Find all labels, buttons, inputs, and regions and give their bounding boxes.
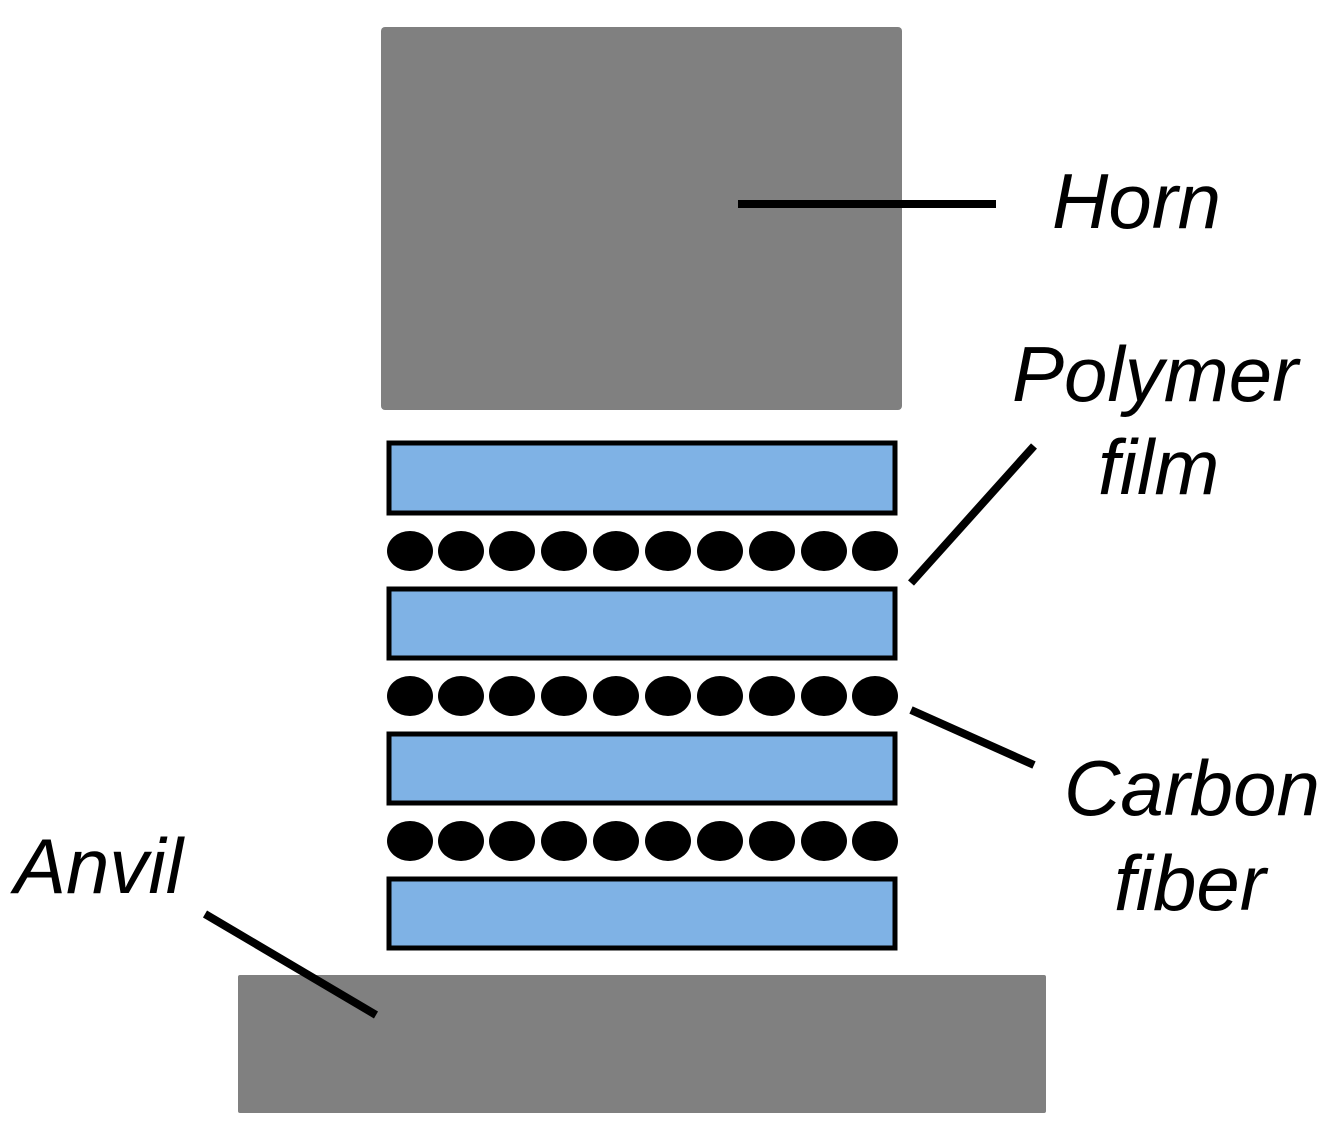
carbon-fiber	[438, 676, 484, 716]
polymer-film-layer-2	[386, 586, 898, 661]
carbon-fiber	[438, 531, 484, 571]
carbon-fiber	[593, 821, 639, 861]
carbon-fiber	[852, 821, 898, 861]
carbon-fiber	[541, 531, 587, 571]
carbon-fiber	[387, 821, 433, 861]
carbon-fiber-label-line2: fiber	[1114, 839, 1269, 927]
carbon-fiber	[387, 676, 433, 716]
carbon-fiber	[645, 676, 691, 716]
carbon-fiber-row-1	[387, 531, 898, 571]
anvil-leader-line	[202, 910, 379, 1019]
anvil-block	[238, 975, 1046, 1113]
carbon-fiber	[749, 821, 795, 861]
carbon-fiber	[489, 531, 535, 571]
polymer-film-label-line1: Polymer	[1012, 330, 1301, 418]
carbon-fiber	[697, 676, 743, 716]
carbon-fiber	[593, 676, 639, 716]
carbon-fiber	[801, 676, 847, 716]
polymer-film-layer-1	[386, 440, 898, 516]
carbon-fiber	[852, 531, 898, 571]
carbon-fiber	[489, 821, 535, 861]
horn-label: Horn	[1052, 157, 1221, 245]
carbon-fiber-row-2	[387, 676, 898, 716]
carbon-fiber	[801, 821, 847, 861]
carbon-fiber	[593, 531, 639, 571]
carbon-fiber	[387, 531, 433, 571]
carbon-fiber-label-line1: Carbon	[1064, 744, 1320, 832]
polymer-film-layer-3	[386, 731, 898, 806]
carbon-fiber	[438, 821, 484, 861]
carbon-fiber	[749, 531, 795, 571]
carbon-fiber	[489, 676, 535, 716]
carbon-fiber	[852, 676, 898, 716]
carbon-fiber	[697, 821, 743, 861]
carbon-fiber	[801, 531, 847, 571]
polymer-film-stack	[386, 440, 898, 951]
anvil-label: Anvil	[10, 822, 186, 910]
polymer-film-label-line2: film	[1098, 423, 1219, 511]
carbon-fiber	[645, 531, 691, 571]
carbon-fiber	[645, 821, 691, 861]
horn-block	[381, 27, 902, 410]
carbon-fiber	[541, 676, 587, 716]
carbon-fiber-row-3	[387, 821, 898, 861]
carbon-fiber	[697, 531, 743, 571]
carbon-fiber	[749, 676, 795, 716]
carbon-fiber	[541, 821, 587, 861]
polymer-film-leader-line	[908, 443, 1037, 586]
carbon-fiber-leader-line	[909, 706, 1036, 769]
polymer-film-layer-4	[386, 876, 898, 951]
